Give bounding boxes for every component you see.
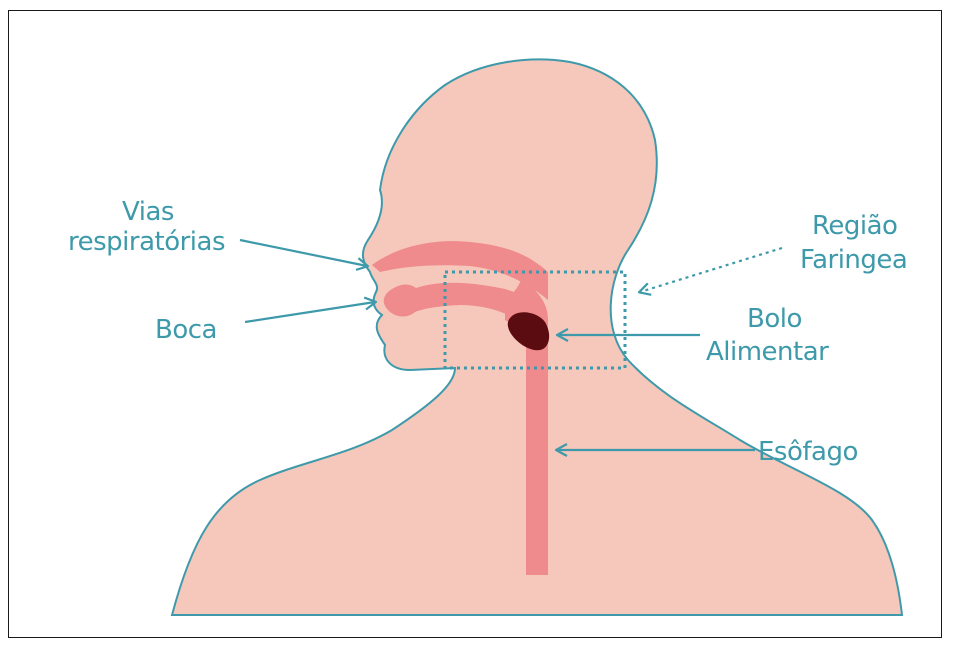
label-faringea: Faringea xyxy=(800,245,907,275)
label-esofago: Esôfago xyxy=(758,437,858,467)
vias-arrow xyxy=(240,240,367,266)
label-alimentar: Alimentar xyxy=(706,337,829,367)
label-vias: Vias xyxy=(122,197,174,227)
label-bolo: Bolo xyxy=(747,304,802,334)
label-boca: Boca xyxy=(155,315,217,345)
regiao-arrow xyxy=(640,248,782,292)
boca-arrow xyxy=(245,302,375,322)
label-regiao: Região xyxy=(812,211,897,241)
label-respiratorias: respiratórias xyxy=(68,227,225,257)
